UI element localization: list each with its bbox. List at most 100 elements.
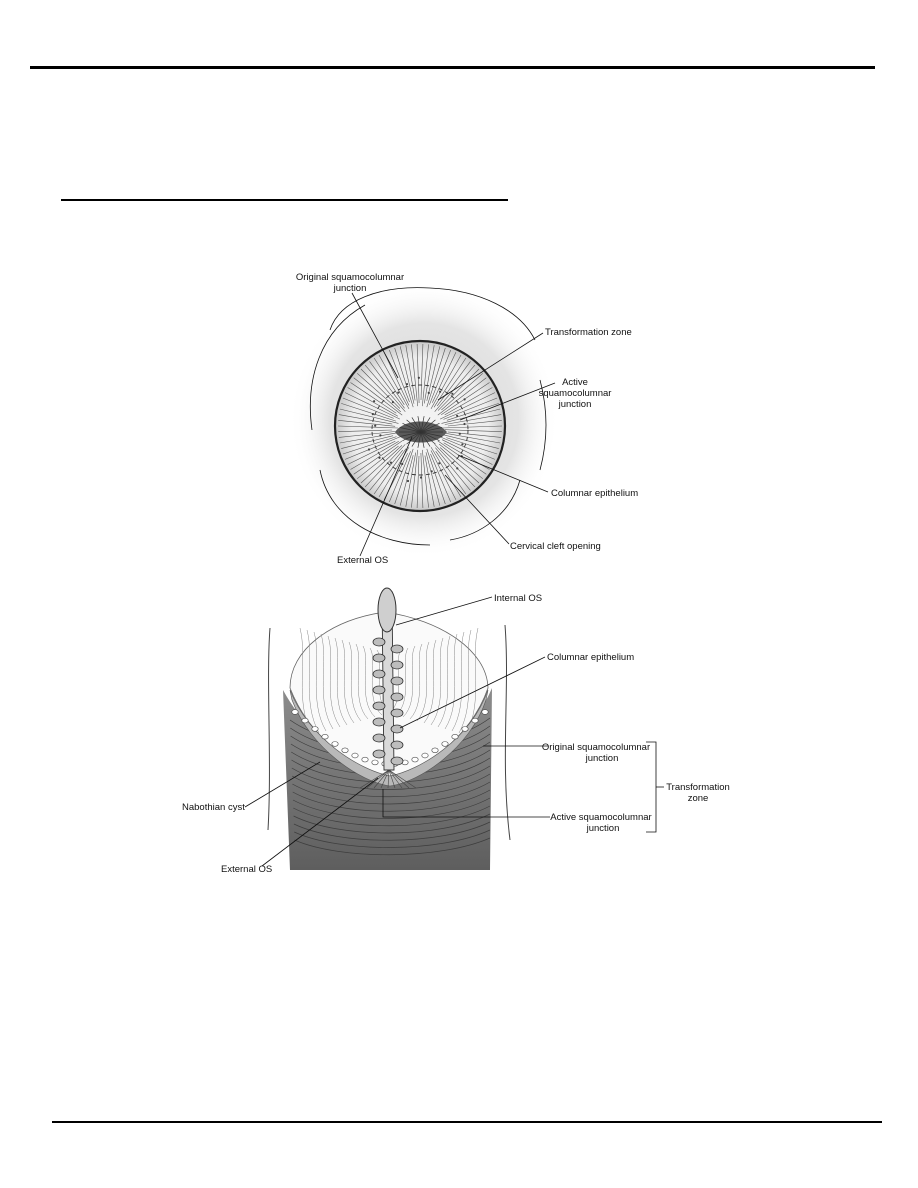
cyst	[311, 726, 319, 732]
gland-dot	[451, 392, 454, 395]
striation-line	[338, 420, 396, 427]
os-bottom-fibre	[388, 769, 403, 789]
stroma-line	[402, 645, 416, 718]
striation-line	[430, 453, 451, 503]
striation-line	[420, 343, 424, 401]
cyst	[471, 717, 479, 724]
striation-line	[430, 354, 462, 410]
gland-dot	[417, 376, 420, 379]
striation-line	[446, 403, 499, 421]
gland-dot	[405, 383, 409, 386]
os-fibre	[402, 431, 422, 442]
striation-line	[425, 452, 441, 506]
label-external-os-bottom: External OS	[221, 864, 272, 875]
header-rule	[30, 66, 875, 69]
striation-line	[435, 447, 471, 491]
striation-line	[369, 449, 404, 491]
os-fibre	[411, 431, 422, 447]
striation-line	[441, 373, 483, 411]
crypt-left	[372, 717, 386, 727]
label-transformation-zone: Transformation zone	[545, 327, 632, 338]
striation-line	[424, 455, 435, 507]
stroma-line	[334, 637, 348, 726]
striation-line	[437, 440, 487, 475]
os-bottom-fibre	[373, 769, 390, 789]
wall-fold	[292, 797, 491, 819]
striation-line	[443, 434, 499, 449]
striation-line	[426, 448, 446, 505]
gland-dot	[458, 432, 461, 435]
gland-dot	[367, 448, 371, 451]
striation-line	[342, 436, 397, 455]
striation-line	[350, 440, 399, 470]
os-fibre	[399, 427, 422, 433]
os-fibre	[406, 419, 422, 433]
label-cleft: Cervical cleft opening	[510, 541, 601, 552]
gland-dot	[397, 391, 400, 394]
vaginal-fold-5	[539, 379, 547, 471]
gland-dot	[438, 462, 441, 465]
vaginal-fold-2	[309, 304, 366, 431]
stroma-line	[362, 645, 376, 718]
stroma-line	[348, 641, 362, 722]
os-bottom-fibre	[380, 769, 390, 789]
label-active-sq-bottom-line2: junction	[586, 823, 620, 834]
gland-dot	[406, 479, 410, 483]
cyst	[371, 759, 379, 766]
wall-folds	[289, 717, 491, 856]
stroma-line	[444, 633, 458, 730]
os-fibres	[399, 416, 443, 448]
striation-line	[405, 345, 416, 401]
os-fibre	[417, 431, 422, 448]
leader-columnar-top	[457, 454, 549, 493]
gland-dot	[391, 401, 394, 404]
crypt-right	[390, 724, 404, 734]
cyst	[481, 709, 489, 715]
cyst	[341, 747, 349, 753]
cyst	[321, 733, 329, 740]
cyst	[461, 726, 469, 732]
wall-fold	[293, 821, 491, 841]
crypt-left	[372, 733, 386, 743]
striation-line	[357, 445, 399, 479]
stroma-line	[437, 635, 451, 728]
stroma-line	[306, 629, 320, 734]
striation-line	[444, 414, 502, 425]
columnar-crypts	[372, 637, 404, 766]
label-columnar-bottom: Columnar epithelium	[547, 652, 634, 663]
right-outer-contour	[504, 624, 511, 841]
gland-dot	[378, 456, 381, 459]
striation-line	[439, 447, 480, 484]
os-fibre	[420, 416, 425, 433]
wall-fold	[293, 805, 491, 827]
striation-line	[405, 452, 416, 507]
striation-line	[344, 392, 401, 420]
striation-line	[347, 387, 399, 417]
label-columnar-top: Columnar epithelium	[551, 488, 638, 499]
stroma-line	[430, 637, 444, 726]
crypt-left	[372, 701, 386, 711]
leader-nabothian	[244, 761, 321, 808]
squamous-epithelium-band	[289, 689, 489, 787]
striation-line	[338, 429, 393, 432]
cyst	[291, 709, 299, 715]
striation-line	[430, 450, 457, 500]
striation-line	[383, 352, 410, 406]
wall-fold	[292, 789, 491, 812]
striation-line	[364, 444, 406, 488]
striation-line	[416, 343, 420, 404]
stroma-line	[355, 643, 369, 720]
leader-active-sq-bottom	[382, 789, 550, 818]
gland-dot	[389, 461, 392, 464]
striation-line	[373, 448, 407, 495]
gland-dot	[379, 434, 382, 437]
striation-line	[411, 344, 418, 407]
crypt-left	[372, 685, 386, 695]
label-active-line3: junction	[558, 399, 592, 410]
os-bottom-fibre	[388, 769, 396, 789]
vaginal-fold-3	[319, 469, 431, 546]
striation-line	[446, 437, 498, 455]
wall-fold	[293, 813, 491, 834]
gland-dot	[463, 422, 466, 426]
